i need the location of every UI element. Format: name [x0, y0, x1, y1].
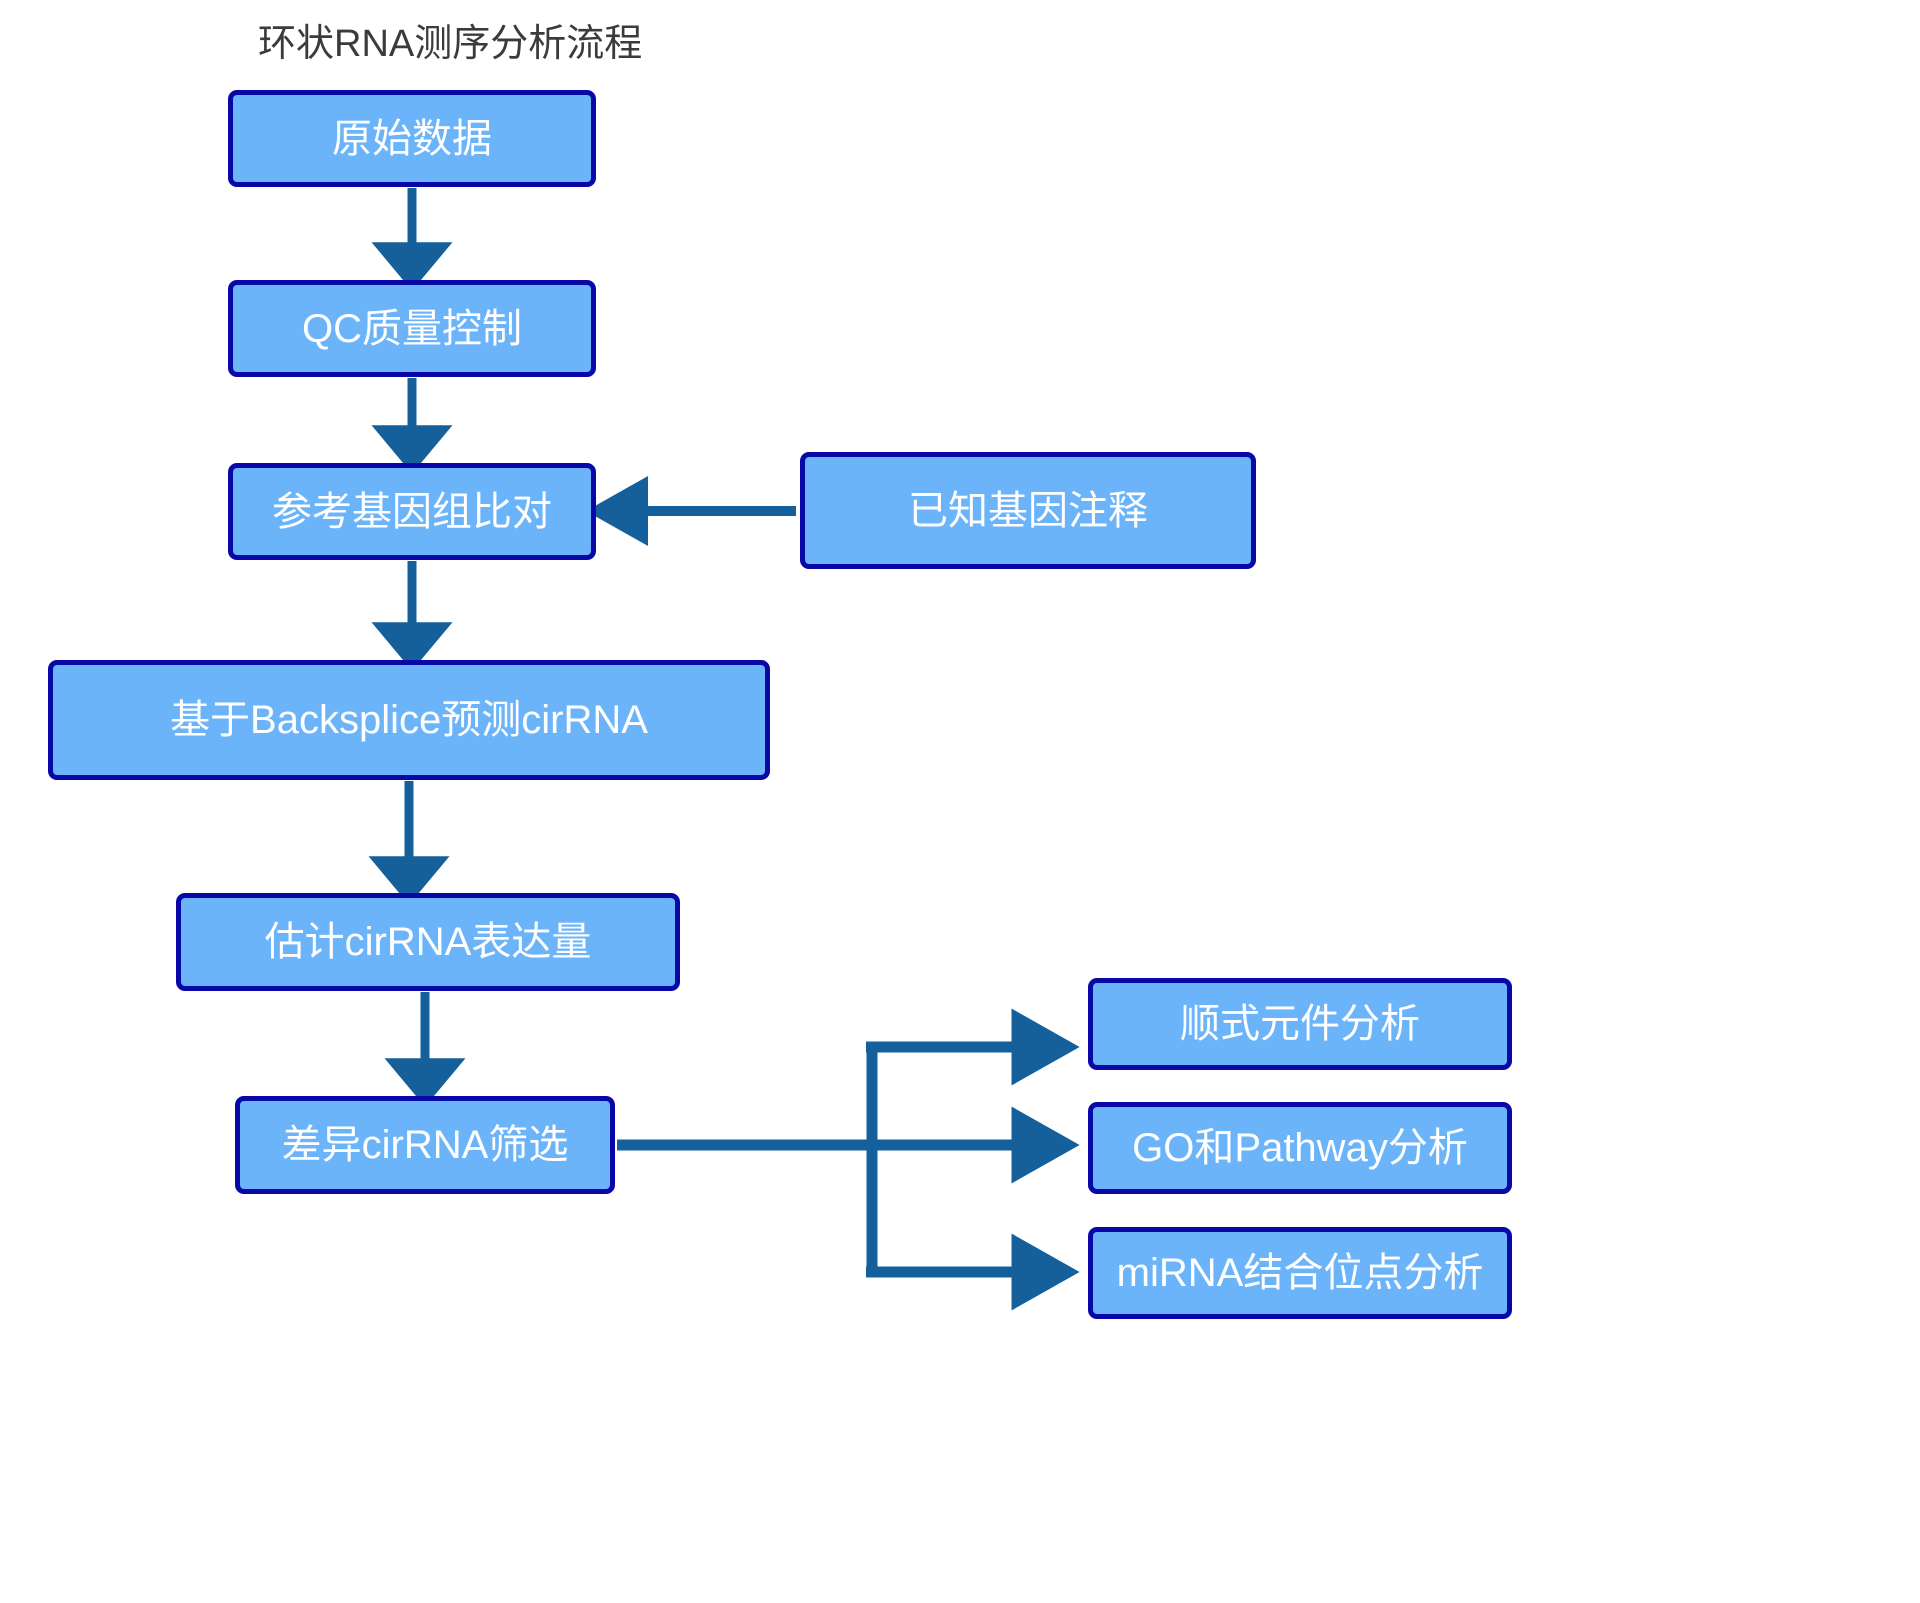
node-label: 基于Backsplice预测cirRNA	[170, 698, 648, 742]
node-mirna-site[interactable]: miRNA结合位点分析	[1088, 1227, 1512, 1319]
node-diff-screen[interactable]: 差异cirRNA筛选	[235, 1096, 615, 1194]
node-label: 估计cirRNA表达量	[264, 920, 592, 964]
node-genome-align[interactable]: 参考基因组比对	[228, 463, 596, 560]
node-label: 原始数据	[332, 116, 492, 161]
node-expr-estimate[interactable]: 估计cirRNA表达量	[176, 893, 680, 991]
node-known-gene-anno[interactable]: 已知基因注释	[800, 452, 1256, 569]
node-label: 参考基因组比对	[272, 489, 552, 534]
node-go-pathway[interactable]: GO和Pathway分析	[1088, 1102, 1512, 1194]
page-title: 环状RNA测序分析流程	[258, 23, 643, 65]
node-label: QC质量控制	[302, 306, 522, 351]
node-qc[interactable]: QC质量控制	[228, 280, 596, 377]
node-label: 已知基因注释	[908, 488, 1148, 533]
node-cis-element[interactable]: 顺式元件分析	[1088, 978, 1512, 1070]
node-label: 差异cirRNA筛选	[281, 1123, 569, 1167]
node-label: 顺式元件分析	[1180, 1002, 1420, 1046]
node-label: GO和Pathway分析	[1132, 1126, 1468, 1170]
node-raw-data[interactable]: 原始数据	[228, 90, 596, 187]
arrow-diff-screen-to-branches	[617, 1008, 1080, 1311]
node-label: miRNA结合位点分析	[1116, 1251, 1484, 1295]
node-backsplice[interactable]: 基于Backsplice预测cirRNA	[48, 660, 770, 780]
